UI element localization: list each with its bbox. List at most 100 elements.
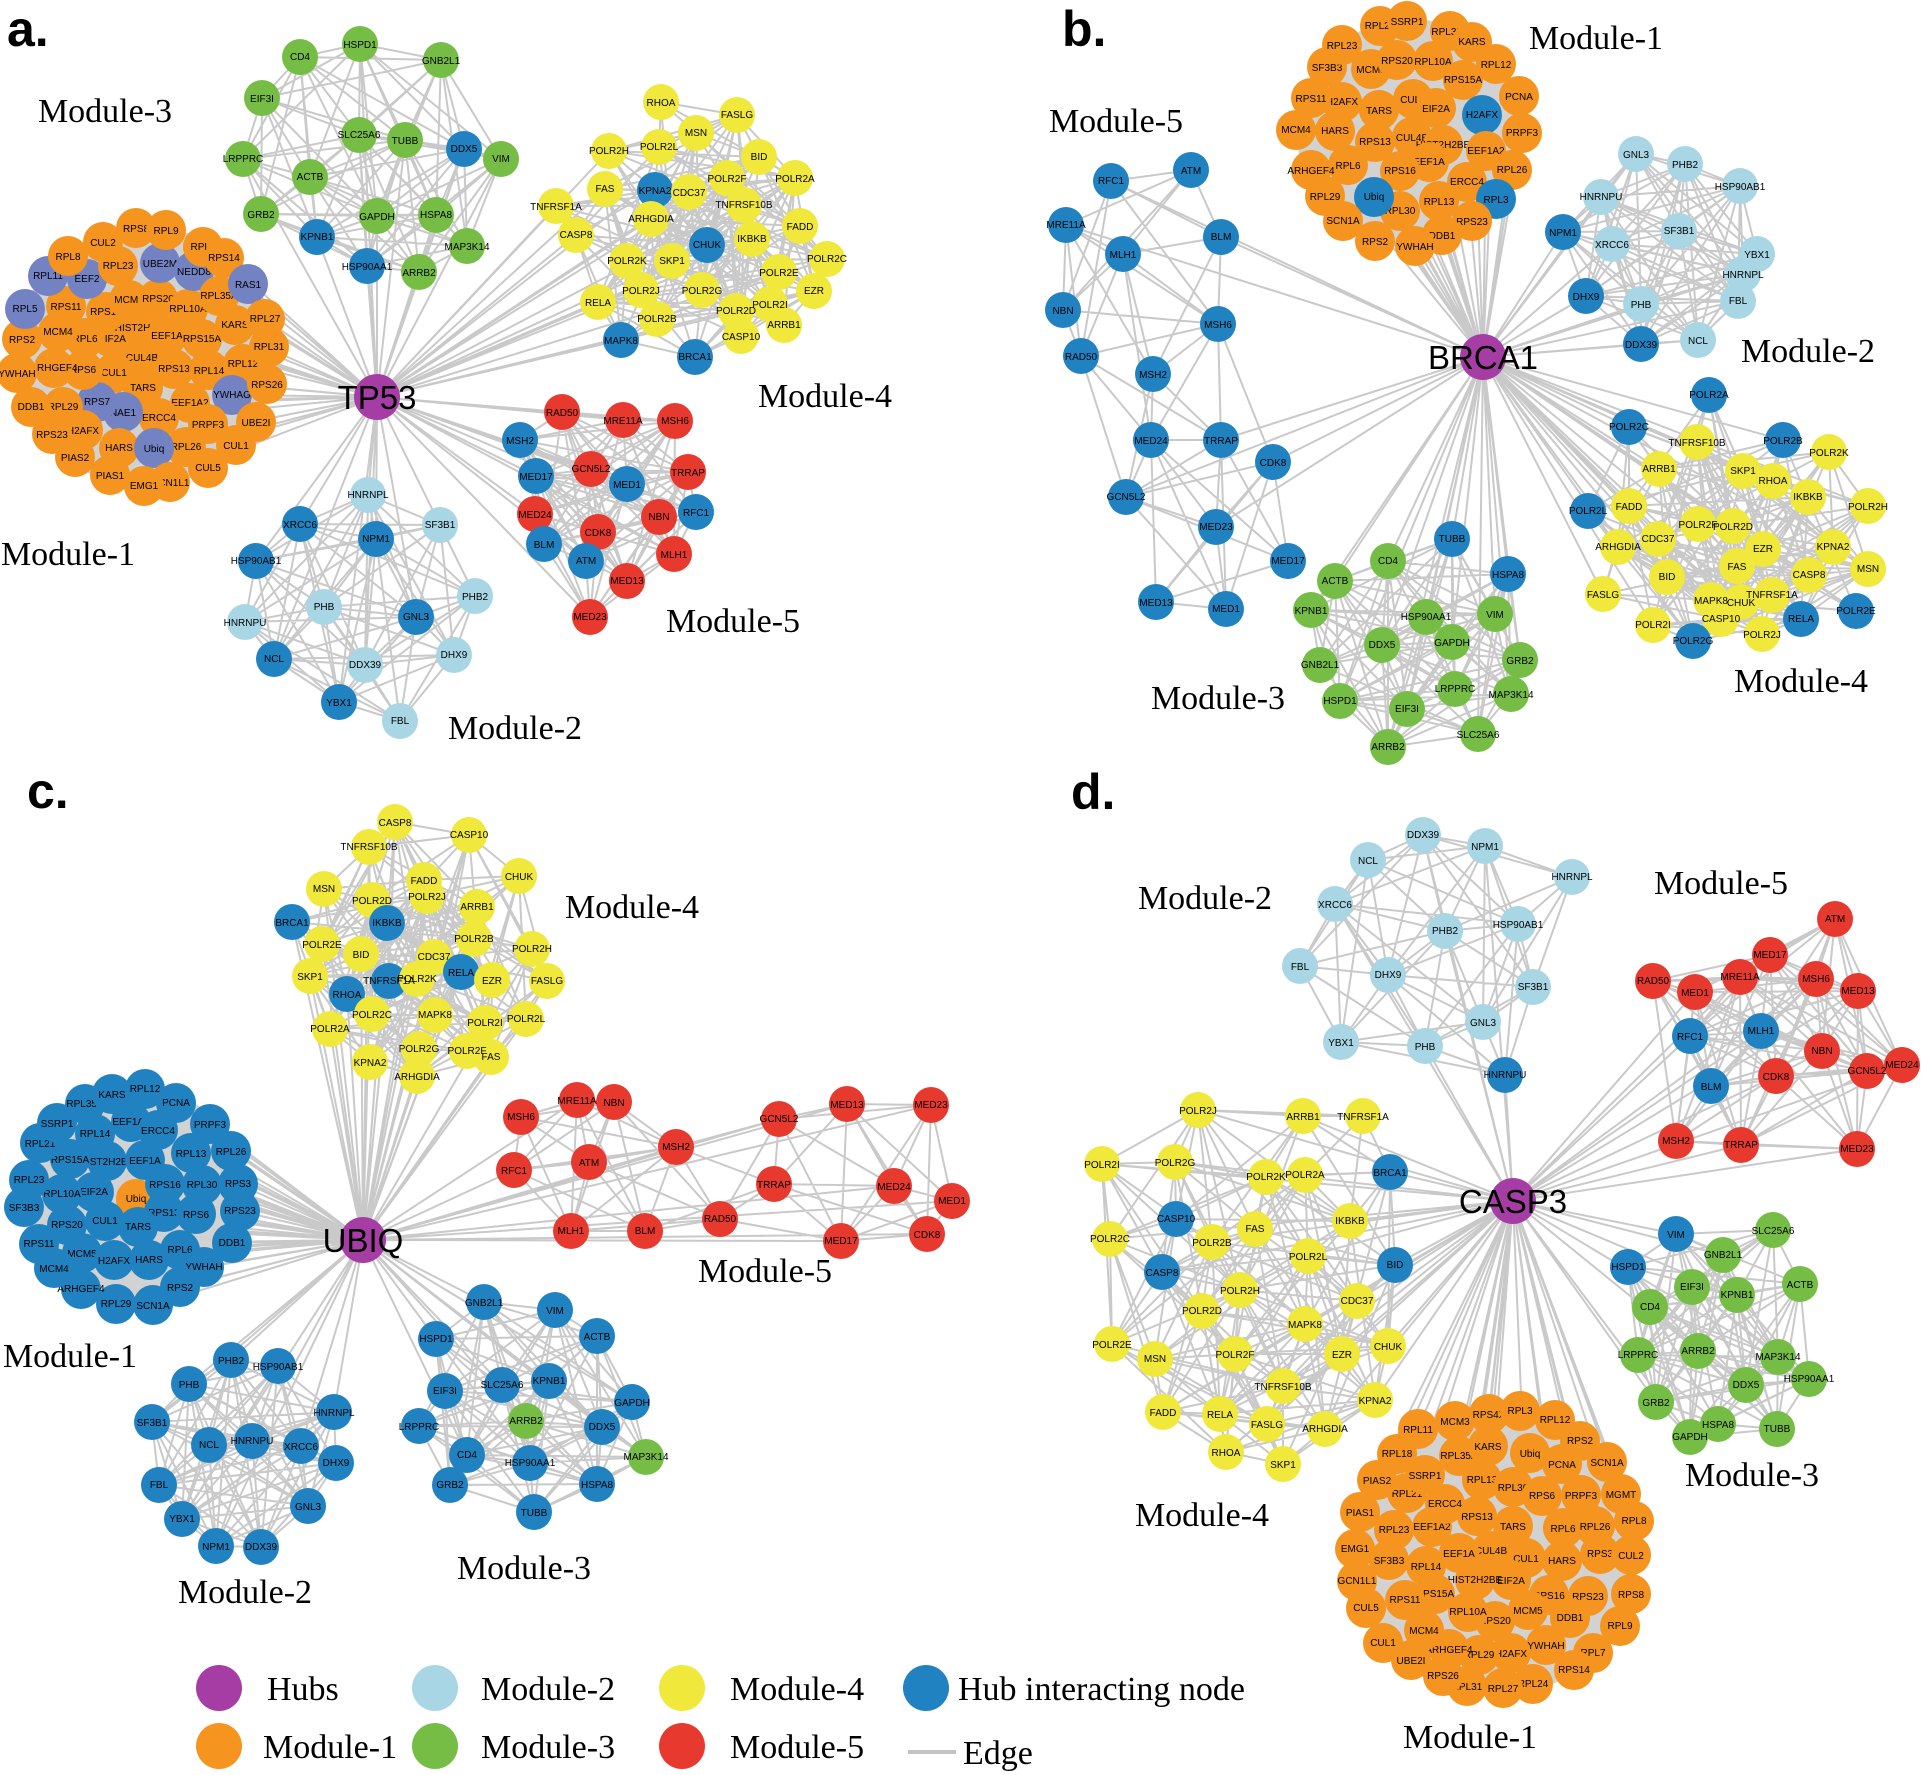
- svg-text:RPS20: RPS20: [142, 294, 174, 305]
- svg-text:Module-2: Module-2: [1138, 880, 1272, 917]
- svg-text:DDB1: DDB1: [219, 1238, 246, 1249]
- svg-text:POLR2E: POLR2E: [1092, 1340, 1132, 1351]
- svg-text:TNFRSF10B: TNFRSF10B: [1254, 1382, 1312, 1393]
- svg-text:MAPK8: MAPK8: [1694, 596, 1728, 607]
- svg-text:ERCC4: ERCC4: [141, 1126, 175, 1137]
- svg-text:HSP90AA1: HSP90AA1: [1784, 1374, 1835, 1385]
- svg-text:FASLG: FASLG: [1251, 1420, 1283, 1431]
- svg-text:IKBKB: IKBKB: [1793, 492, 1823, 503]
- svg-text:RPL31: RPL31: [254, 342, 285, 353]
- svg-text:RPS23: RPS23: [224, 1206, 256, 1217]
- svg-text:ERCC4: ERCC4: [1428, 1499, 1462, 1510]
- svg-text:RPS20: RPS20: [1479, 1616, 1511, 1627]
- svg-text:RHOA: RHOA: [333, 990, 362, 1001]
- svg-text:HSP90AB1: HSP90AB1: [1493, 920, 1544, 931]
- svg-text:EEF1A2: EEF1A2: [1413, 1522, 1451, 1533]
- svg-text:c.: c.: [27, 763, 69, 819]
- svg-text:CUL1: CUL1: [1370, 1638, 1396, 1649]
- svg-text:PHB: PHB: [1415, 1042, 1436, 1053]
- svg-text:HSPA8: HSPA8: [581, 1480, 613, 1491]
- svg-text:RPL30: RPL30: [187, 1180, 218, 1191]
- svg-text:RPL26: RPL26: [216, 1147, 247, 1158]
- svg-text:ARHGEF4: ARHGEF4: [1425, 1645, 1473, 1656]
- svg-text:ARHGDIA: ARHGDIA: [1595, 542, 1641, 553]
- svg-text:PIAS1: PIAS1: [96, 471, 125, 482]
- svg-text:POLR2B: POLR2B: [1192, 1238, 1232, 1249]
- svg-text:Module-1: Module-1: [1, 536, 135, 573]
- svg-text:HNRNPL: HNRNPL: [1722, 270, 1764, 281]
- svg-text:RPL13: RPL13: [176, 1149, 207, 1160]
- svg-text:POLR2A: POLR2A: [775, 174, 815, 185]
- svg-text:RPL26: RPL26: [1497, 165, 1528, 176]
- svg-text:RPS3: RPS3: [225, 1179, 252, 1190]
- svg-text:SF3B1: SF3B1: [425, 520, 456, 531]
- svg-text:TARS: TARS: [130, 383, 156, 394]
- svg-text:CUL1: CUL1: [1400, 95, 1426, 106]
- svg-text:POLR2L: POLR2L: [507, 1014, 546, 1025]
- svg-text:TRRAP: TRRAP: [1204, 436, 1238, 447]
- svg-text:EIF3I: EIF3I: [1395, 704, 1419, 715]
- svg-text:POLR2A: POLR2A: [310, 1024, 350, 1035]
- svg-text:SF3B3: SF3B3: [9, 1203, 40, 1214]
- svg-text:TNFRSF1A: TNFRSF1A: [363, 976, 415, 987]
- svg-text:KARS: KARS: [1474, 1442, 1502, 1453]
- svg-text:POLR2I: POLR2I: [1084, 1160, 1120, 1171]
- svg-text:MCM5: MCM5: [67, 1249, 97, 1260]
- svg-text:POLR2I: POLR2I: [467, 1018, 503, 1029]
- svg-text:RPL21: RPL21: [1365, 21, 1396, 32]
- svg-text:GCN5L2: GCN5L2: [1848, 1066, 1887, 1077]
- svg-text:POLR2H: POLR2H: [1848, 502, 1888, 513]
- svg-text:DDX5: DDX5: [589, 1422, 616, 1433]
- svg-text:SF3B3: SF3B3: [1374, 1556, 1405, 1567]
- svg-text:ARHGDIA: ARHGDIA: [1302, 1424, 1348, 1435]
- svg-text:MSN: MSN: [685, 128, 707, 139]
- svg-text:POLR2C: POLR2C: [807, 254, 847, 265]
- svg-text:RPL27: RPL27: [250, 314, 281, 325]
- svg-text:UBE2I: UBE2I: [242, 418, 271, 429]
- svg-text:EIF3I: EIF3I: [250, 94, 274, 105]
- svg-text:RPS16: RPS16: [90, 307, 122, 318]
- svg-text:GRB2: GRB2: [1506, 656, 1534, 667]
- svg-text:SCN1A: SCN1A: [1590, 1458, 1624, 1469]
- svg-text:POLR2I: POLR2I: [1635, 620, 1671, 631]
- svg-text:RPL8: RPL8: [55, 252, 80, 263]
- svg-text:MRE11A: MRE11A: [603, 416, 643, 427]
- svg-text:POLR2J: POLR2J: [1179, 1106, 1217, 1117]
- svg-text:TUBB: TUBB: [392, 136, 419, 147]
- svg-text:RFC1: RFC1: [501, 1166, 528, 1177]
- svg-text:HNRNPL: HNRNPL: [347, 490, 389, 501]
- svg-text:FASLG: FASLG: [1587, 590, 1619, 601]
- svg-text:XRCC6: XRCC6: [283, 520, 317, 531]
- svg-text:Module-2: Module-2: [178, 1574, 312, 1611]
- svg-text:GAPDH: GAPDH: [614, 1398, 650, 1409]
- svg-text:NBN: NBN: [1811, 1046, 1832, 1057]
- svg-text:CUL2: CUL2: [90, 238, 116, 249]
- svg-text:Hub interacting node: Hub interacting node: [958, 1671, 1245, 1708]
- svg-text:UBE2I: UBE2I: [1397, 1656, 1426, 1667]
- svg-text:Module-5: Module-5: [730, 1729, 864, 1766]
- svg-text:MSH6: MSH6: [661, 416, 689, 427]
- svg-text:HSPA8: HSPA8: [420, 210, 452, 221]
- svg-text:Ubiq: Ubiq: [1364, 192, 1385, 203]
- svg-text:RPS4X: RPS4X: [1473, 1410, 1506, 1421]
- svg-text:ACTB: ACTB: [1787, 1280, 1814, 1291]
- svg-text:SCN1A: SCN1A: [1326, 216, 1360, 227]
- svg-text:HSPD1: HSPD1: [1611, 1262, 1645, 1273]
- svg-text:EEF2: EEF2: [74, 274, 99, 285]
- svg-text:TRRAP: TRRAP: [1724, 1140, 1758, 1151]
- svg-text:CASP3: CASP3: [1459, 1183, 1567, 1220]
- svg-text:ARRB1: ARRB1: [460, 902, 494, 913]
- svg-text:Module-2: Module-2: [481, 1671, 615, 1708]
- svg-text:PCNA: PCNA: [162, 1098, 190, 1109]
- svg-text:EEF1A: EEF1A: [1443, 1549, 1475, 1560]
- svg-text:CUL1: CUL1: [101, 368, 127, 379]
- svg-text:PIAS2: PIAS2: [1363, 1476, 1392, 1487]
- svg-text:POLR2F: POLR2F: [1679, 520, 1718, 531]
- svg-text:RPS23: RPS23: [1456, 217, 1488, 228]
- svg-text:MAPK8: MAPK8: [418, 1010, 452, 1021]
- svg-text:RPS16: RPS16: [1533, 1591, 1565, 1602]
- svg-text:KPNB1: KPNB1: [1721, 1290, 1754, 1301]
- svg-text:RPL12: RPL12: [228, 359, 259, 370]
- svg-text:HIST2H2BE: HIST2H2BE: [115, 323, 170, 334]
- svg-text:CDC37: CDC37: [1642, 534, 1675, 545]
